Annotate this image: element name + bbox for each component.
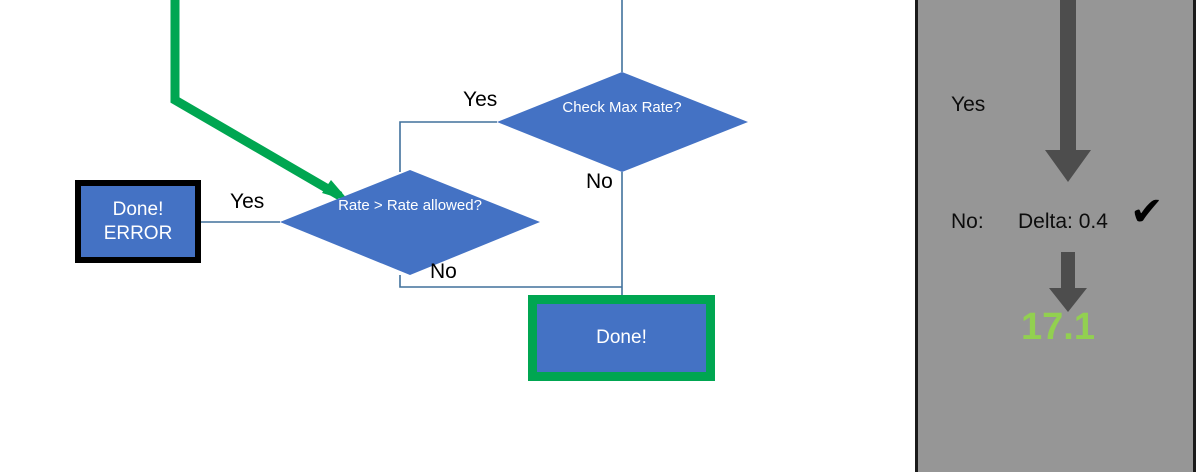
green-highlight-arrow (170, 0, 349, 201)
edge-label-yes-left: Yes (230, 190, 265, 213)
check-icon: ✔ (1130, 190, 1164, 234)
terminator-done[interactable]: Done! (528, 295, 715, 381)
panel-arrows-graphic (1045, 0, 1091, 312)
terminator-done-error-line1: Done! (112, 198, 164, 220)
panel-result-value: 17.1 (1021, 306, 1095, 348)
side-panel: Yes No: Delta: 0.4 ✔ 17.1 (915, 0, 1196, 472)
edge-label-yes-top: Yes (463, 88, 498, 111)
panel-yes-label: Yes (951, 93, 986, 116)
connector-no-bottom (399, 275, 622, 288)
terminator-done-error[interactable]: Done! ERROR (75, 180, 201, 263)
decision-check-max-rate (497, 72, 748, 172)
terminator-done-line1: Done! (596, 327, 647, 349)
panel-no-label: No: (951, 210, 984, 233)
panel-delta-value: Delta: 0.4 (1018, 210, 1108, 233)
down-arrow-short (1049, 252, 1087, 312)
edge-label-no-bottom: No (430, 260, 457, 283)
flowchart-graphic (170, 0, 748, 296)
decision-rate-gt-rate-allowed (280, 170, 540, 275)
edge-label-no-right: No (586, 170, 613, 193)
connector-yes-branch (399, 121, 497, 172)
down-arrow-long (1045, 0, 1091, 182)
terminator-done-error-line2: ERROR (103, 222, 173, 244)
